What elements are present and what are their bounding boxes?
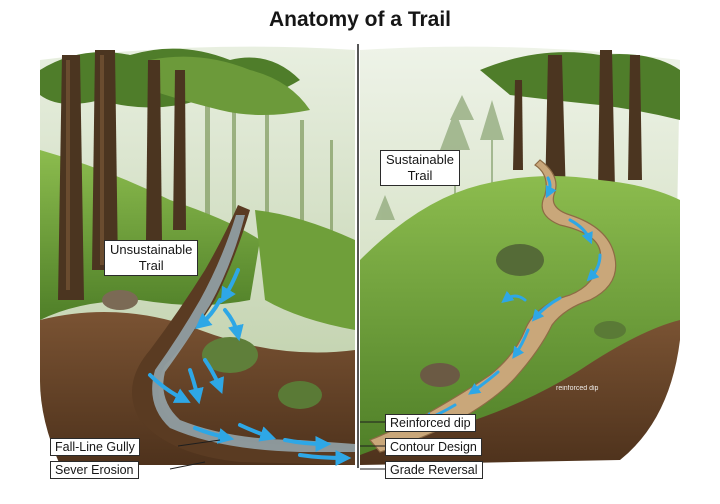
- callout-leaders: [169, 421, 385, 470]
- unsustainable-trail-label-line2: Trail: [138, 258, 164, 273]
- callout-sever-erosion: Sever Erosion: [50, 461, 139, 479]
- water-flow-arrows-left: [148, 268, 352, 466]
- callout-grade-reversal: Grade Reversal: [385, 461, 483, 479]
- dip-annotation-scribble: reinforced dip: [556, 385, 599, 392]
- sustainable-trail-label: Sustainable Trail: [380, 150, 460, 186]
- callout-fall-line-gully: Fall-Line Gully: [50, 438, 140, 456]
- sustainable-trail-label-line1: Sustainable: [386, 152, 454, 167]
- callout-contour-design: Contour Design: [385, 438, 482, 456]
- callout-reinforced-dip: Reinforced dip: [385, 414, 476, 432]
- left-panel: [40, 46, 355, 466]
- unsustainable-trail-label: Unsustainable Trail: [104, 240, 199, 276]
- unsustainable-trail-label-line1: Unsustainable: [110, 242, 193, 257]
- right-panel: [360, 46, 680, 466]
- page-title: Anatomy of a Trail: [268, 8, 452, 31]
- sustainable-trail-label-line2: Trail: [407, 168, 433, 183]
